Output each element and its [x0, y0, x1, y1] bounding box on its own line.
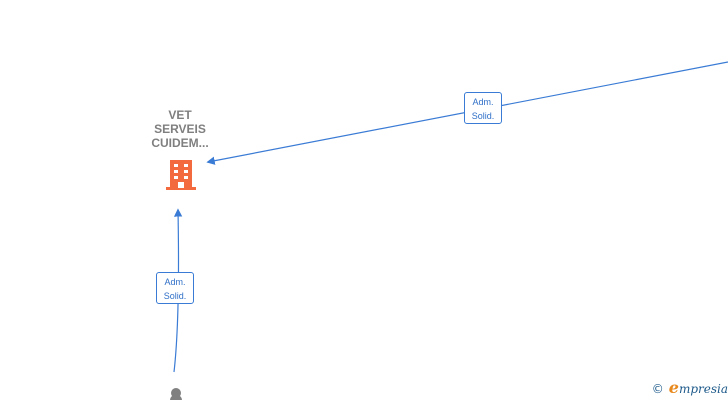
edge-label-line2: Solid. [163, 291, 187, 301]
edge-label-bottom[interactable]: Adm. Solid. [156, 272, 194, 304]
building-icon[interactable] [166, 160, 196, 190]
person-node[interactable] [170, 388, 182, 400]
copyright-icon: © [651, 382, 664, 396]
empresia-watermark: © empresia [652, 378, 728, 397]
edge-label-line1: Adm. [472, 97, 494, 107]
company-name-label[interactable]: VET SERVEIS CUIDEM... [151, 108, 209, 150]
empresia-logo-text: mpresia [678, 382, 728, 396]
empresia-logo-initial: e [668, 378, 679, 397]
edge-label-right[interactable]: Adm. Solid. [464, 92, 502, 124]
edge-line-bottom [173, 208, 183, 373]
edge-label-line2: Solid. [471, 111, 495, 121]
edge-label-line1: Adm. [164, 277, 186, 287]
